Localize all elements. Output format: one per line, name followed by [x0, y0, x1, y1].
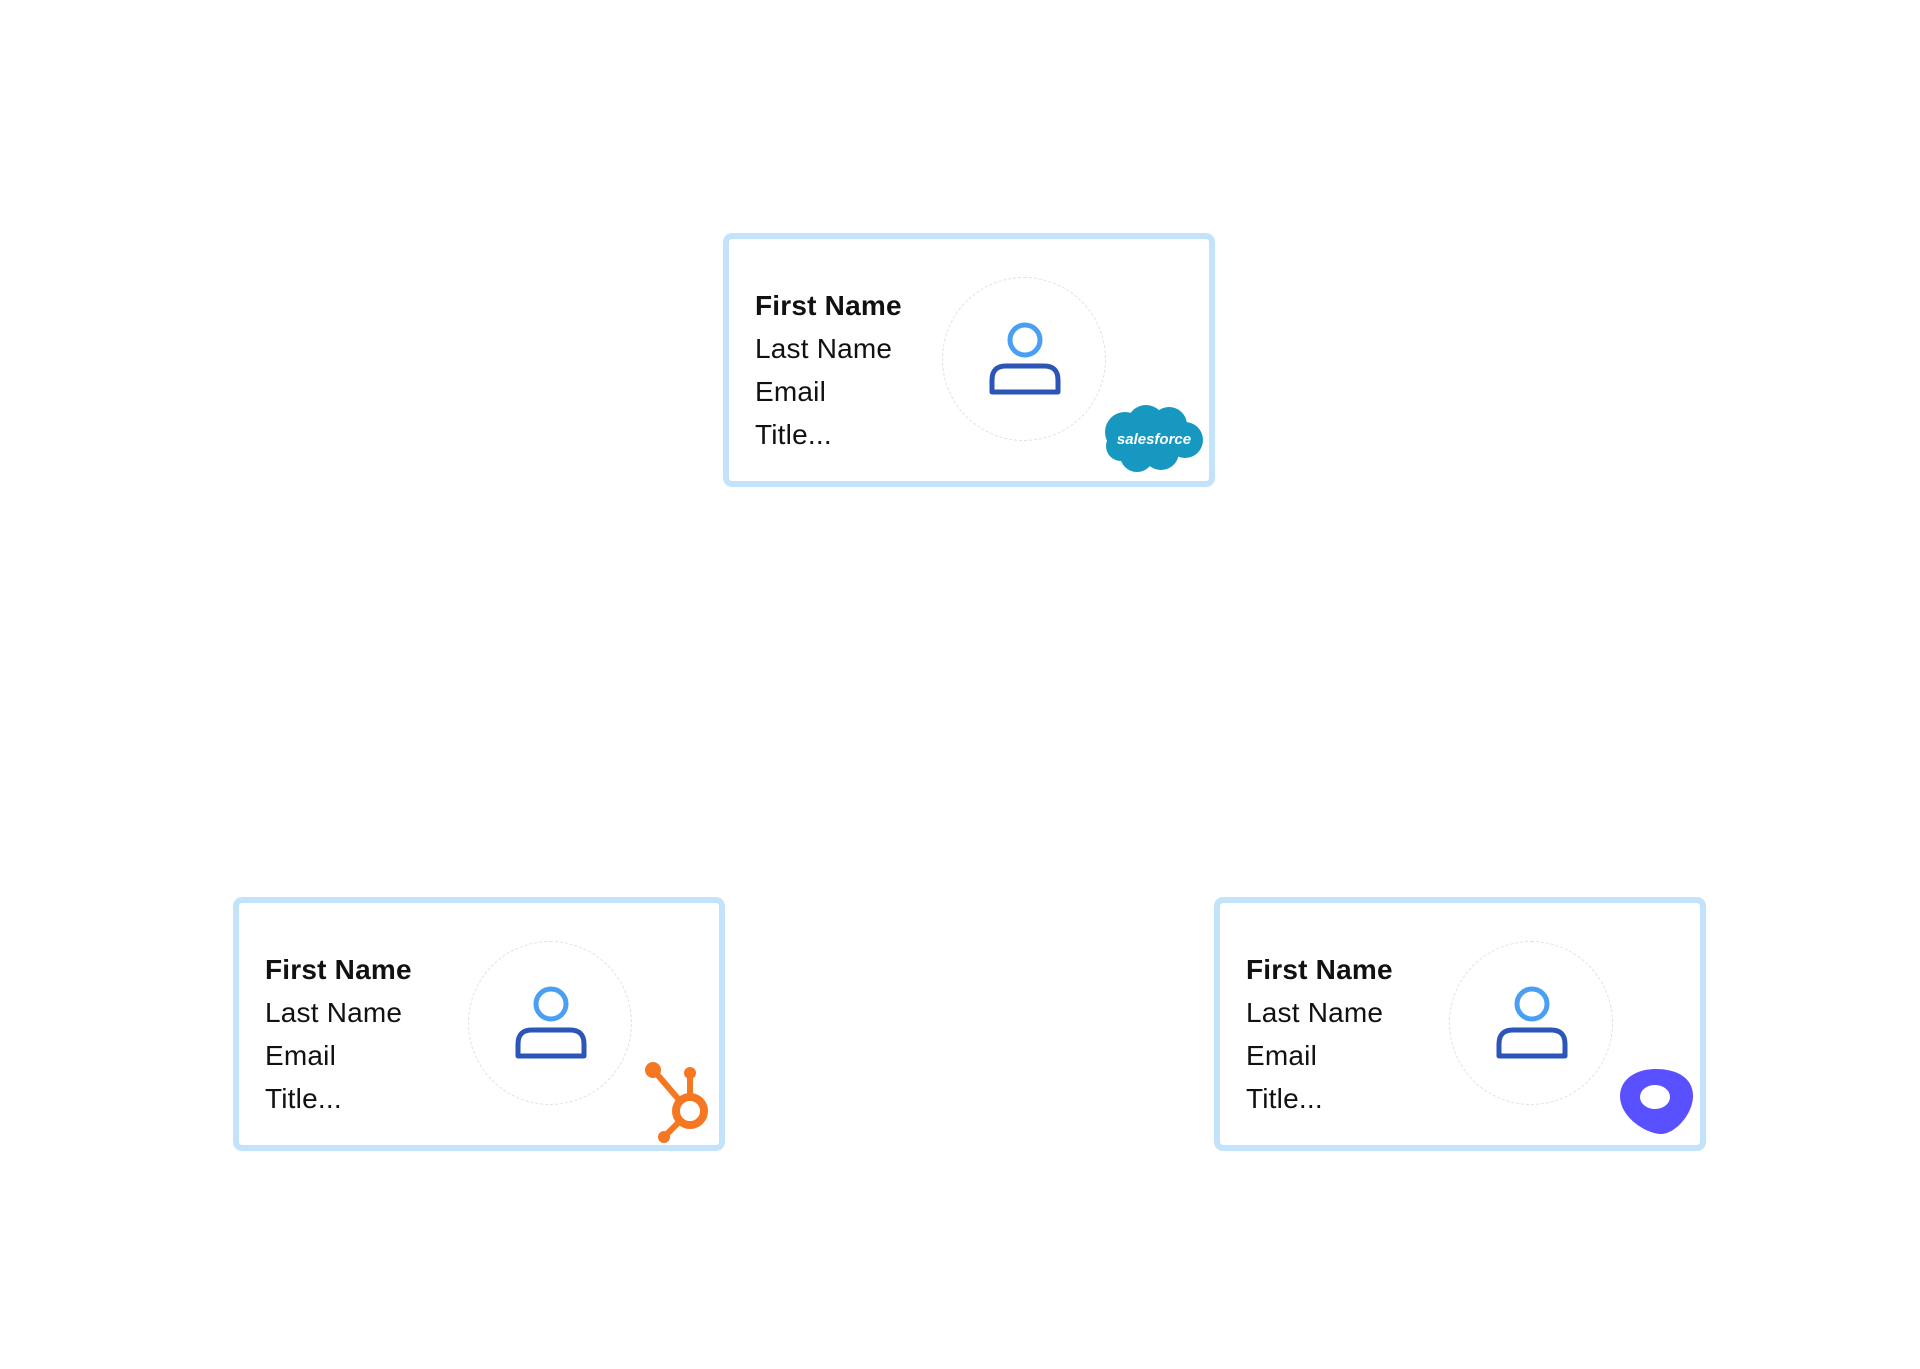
person-icon [989, 322, 1061, 395]
email-field: Email [755, 376, 827, 407]
first-name-field: First Name [265, 954, 412, 985]
first-name-field: First Name [755, 290, 902, 321]
last-name-field: Last Name [1246, 997, 1384, 1028]
contact-fields: First Name Last Name Email Title... [755, 284, 902, 456]
avatar [1449, 941, 1613, 1105]
title-field: Title... [755, 419, 832, 450]
hubspot-logo-icon [644, 1061, 716, 1145]
salesforce-logo-icon: salesforce [1103, 402, 1205, 474]
title-field: Title... [265, 1083, 342, 1114]
email-field: Email [1246, 1040, 1318, 1071]
first-name-field: First Name [1246, 954, 1393, 985]
avatar [942, 277, 1106, 441]
salesforce-logo-text: salesforce [1117, 431, 1191, 448]
person-icon [1496, 986, 1568, 1059]
outreach-logo-icon [1617, 1066, 1695, 1138]
contact-card-hubspot: First Name Last Name Email Title... [233, 897, 725, 1151]
last-name-field: Last Name [265, 997, 403, 1028]
contact-fields: First Name Last Name Email Title... [1246, 948, 1393, 1120]
contact-fields: First Name Last Name Email Title... [265, 948, 412, 1120]
avatar [468, 941, 632, 1105]
contact-card-outreach: First Name Last Name Email Title... [1214, 897, 1706, 1151]
contact-card-salesforce: First Name Last Name Email Title... sale… [723, 233, 1215, 487]
last-name-field: Last Name [755, 333, 893, 364]
email-field: Email [265, 1040, 337, 1071]
person-icon [515, 986, 587, 1059]
title-field: Title... [1246, 1083, 1323, 1114]
